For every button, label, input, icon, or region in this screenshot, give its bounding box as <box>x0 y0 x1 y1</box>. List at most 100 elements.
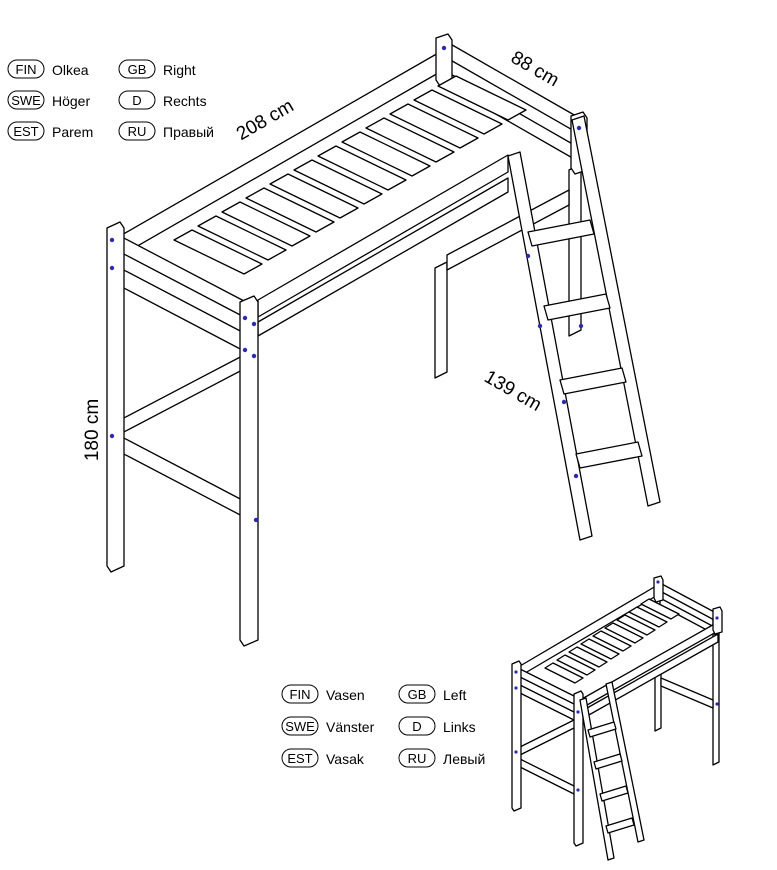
slat <box>365 117 455 163</box>
bolt <box>576 710 580 714</box>
front-left-leg <box>106 221 125 573</box>
bolt <box>537 323 543 329</box>
ladder-rail-left <box>507 151 593 541</box>
ladder-step <box>543 293 611 321</box>
legend-right-item-fin: FIN Olkea <box>7 59 89 79</box>
legend-label: Левый <box>443 751 485 767</box>
foot-crossbar <box>119 435 247 519</box>
back-left-leg <box>434 261 448 379</box>
legend-code: D <box>132 93 141 108</box>
legend-code: EST <box>287 751 312 766</box>
legend-pill <box>281 748 319 768</box>
slat <box>568 646 608 668</box>
bolt <box>576 788 580 792</box>
foot-crossbar <box>517 757 579 797</box>
legend-pill <box>281 716 319 736</box>
ladder-step <box>593 753 623 770</box>
slat <box>580 638 620 660</box>
bolt <box>109 237 115 243</box>
bed-drawing-left-ladder <box>511 575 723 861</box>
back-top-post <box>435 33 453 87</box>
slat <box>341 131 431 177</box>
bed-drawing-right-ladder <box>106 33 661 647</box>
legend-code: EST <box>13 124 38 139</box>
ladder <box>507 115 661 541</box>
back-side-rail <box>519 585 657 677</box>
slat <box>640 598 680 620</box>
slat <box>604 622 644 644</box>
slat <box>317 145 407 191</box>
legend-code: GB <box>408 687 427 702</box>
slat <box>269 173 359 219</box>
bolt <box>576 125 582 131</box>
legend-pill <box>398 748 436 768</box>
legend-label: Olkea <box>52 62 89 78</box>
front-right-leg <box>239 295 259 647</box>
slat <box>173 229 263 275</box>
bolts <box>109 45 584 523</box>
legend-label: Parem <box>52 124 93 140</box>
legend-code: SWE <box>285 719 315 734</box>
legend-label: Rechts <box>163 93 207 109</box>
legend-pill <box>118 121 156 141</box>
legend-left-item-fin: FIN Vasen <box>281 684 365 704</box>
slat <box>245 187 335 233</box>
dimension-ladder: 139 cm <box>481 367 545 416</box>
back-top-post <box>653 575 664 603</box>
bolt <box>578 323 584 329</box>
legend-pill <box>118 59 156 79</box>
bolt <box>715 702 719 706</box>
legend-label: Правый <box>163 124 214 140</box>
legend-pill <box>398 684 436 704</box>
back-lower-rail <box>660 677 714 709</box>
legend-right-item-d: D Rechts <box>118 90 207 110</box>
slat <box>556 654 596 676</box>
bolt <box>109 433 115 439</box>
head-post <box>712 606 723 635</box>
bolt <box>251 353 257 359</box>
slat <box>221 201 311 247</box>
small-bed-slats <box>544 598 680 684</box>
legend-pill <box>7 59 45 79</box>
legend-label: Höger <box>52 93 90 109</box>
legend-left-item-swe: SWE Vänster <box>281 716 375 736</box>
legend-code: FIN <box>290 687 311 702</box>
legend-pill <box>118 90 156 110</box>
slat <box>616 614 656 636</box>
legend-code: FIN <box>16 62 37 77</box>
bolt <box>242 315 248 321</box>
bed-slats <box>173 75 527 275</box>
small-ladder <box>579 681 645 861</box>
foot-cross-rail <box>119 353 247 435</box>
bolt <box>514 686 518 690</box>
legend-code: D <box>412 719 421 734</box>
legend-code: RU <box>408 751 427 766</box>
legend-left-item-ru: RU Левый <box>398 748 485 768</box>
ladder-step <box>605 817 635 834</box>
legend-left: FIN Vasen SWE Vänster EST Vasak GB Left … <box>281 684 485 768</box>
dimension-length: 208 cm <box>233 96 297 145</box>
ladder-step <box>527 219 595 247</box>
legend-left-item-gb: GB Left <box>398 684 466 704</box>
legend-label: Links <box>443 719 476 735</box>
ladder-step <box>575 441 643 469</box>
ladder-rail-left <box>579 697 615 861</box>
legend-right-item-ru: RU Правый <box>118 121 214 141</box>
legend-label: Vänster <box>326 719 375 735</box>
legend-right-item-est: EST Parem <box>7 121 93 141</box>
legend-code: SWE <box>11 93 41 108</box>
slat <box>544 662 584 684</box>
legend-label: Vasak <box>326 751 365 767</box>
slat <box>293 159 383 205</box>
legend-pill <box>7 121 45 141</box>
slat <box>437 75 527 121</box>
bolt <box>242 347 248 353</box>
legend-pill <box>281 684 319 704</box>
legend-pill <box>7 90 45 110</box>
ladder-step <box>599 785 629 802</box>
bolt <box>715 616 719 620</box>
foot-cross-rail <box>517 717 579 757</box>
bolt <box>525 253 531 259</box>
slat <box>197 215 287 261</box>
